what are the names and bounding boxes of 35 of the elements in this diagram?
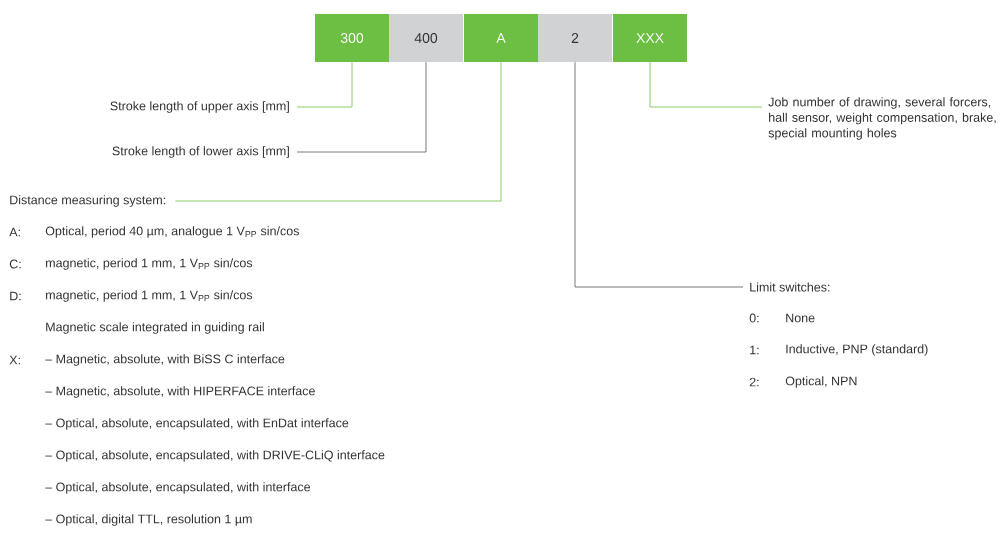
option-text: – Optical, digital TTL, resolution 1 µm (45, 514, 252, 526)
heading-text: Distance measuring system: (10, 195, 166, 207)
leader-line (649, 61, 763, 108)
option-text: None (786, 313, 815, 323)
leader-line (296, 61, 427, 153)
option-key: C: (9, 259, 21, 269)
option-text: magnetic, period 1 mm, 1 V$_{PP}$ sin/cos (46, 258, 253, 270)
description-text: Job number of drawing, several forcers, hall sensor, weight compensation, brake, special mounting holes (768, 97, 996, 140)
code-box: XXX (613, 14, 687, 62)
option-key: 2: (749, 377, 759, 387)
option-text: – Magnetic, absolute, with BiSS C interface (45, 354, 285, 366)
option-key: X: (9, 355, 20, 365)
code-box: 400 (389, 14, 463, 62)
leader-line (574, 61, 744, 288)
option-text: – Optical, absolute, encapsulated, with interface (45, 482, 311, 494)
option-text: Optical, NPN (785, 376, 857, 388)
option-text: – Optical, absolute, encapsulated, with EnDat interface (45, 418, 349, 430)
option-text: – Optical, absolute, encapsulated, with DRIVE-CLiQ interface (45, 450, 385, 462)
option-text: Inductive, PNP (standard) (786, 344, 928, 356)
leader-line (175, 61, 502, 202)
heading-text: Stroke length of lower axis [mm] (112, 146, 289, 158)
option-key: 0: (749, 313, 759, 323)
option-key: 1: (750, 345, 759, 355)
option-key: A: (9, 227, 20, 237)
heading-text: Limit switches: (750, 282, 830, 292)
option-text: magnetic, period 1 mm, 1 V$_{PP}$ sin/cos (46, 290, 253, 302)
heading-text: Stroke length of upper axis [mm] (110, 101, 289, 113)
option-text: Magnetic scale integrated in guiding rail (46, 322, 264, 334)
code-box: 2 (538, 14, 612, 62)
code-box: A (464, 14, 538, 62)
option-text: – Magnetic, absolute, with HIPERFACE interface (45, 386, 315, 398)
option-key: D: (10, 291, 21, 301)
option-text: Optical, period 40 µm, analogue 1 V$_{PP}$ sin/cos (45, 226, 299, 238)
leader-line (296, 61, 353, 108)
code-box: 300 (315, 14, 389, 62)
